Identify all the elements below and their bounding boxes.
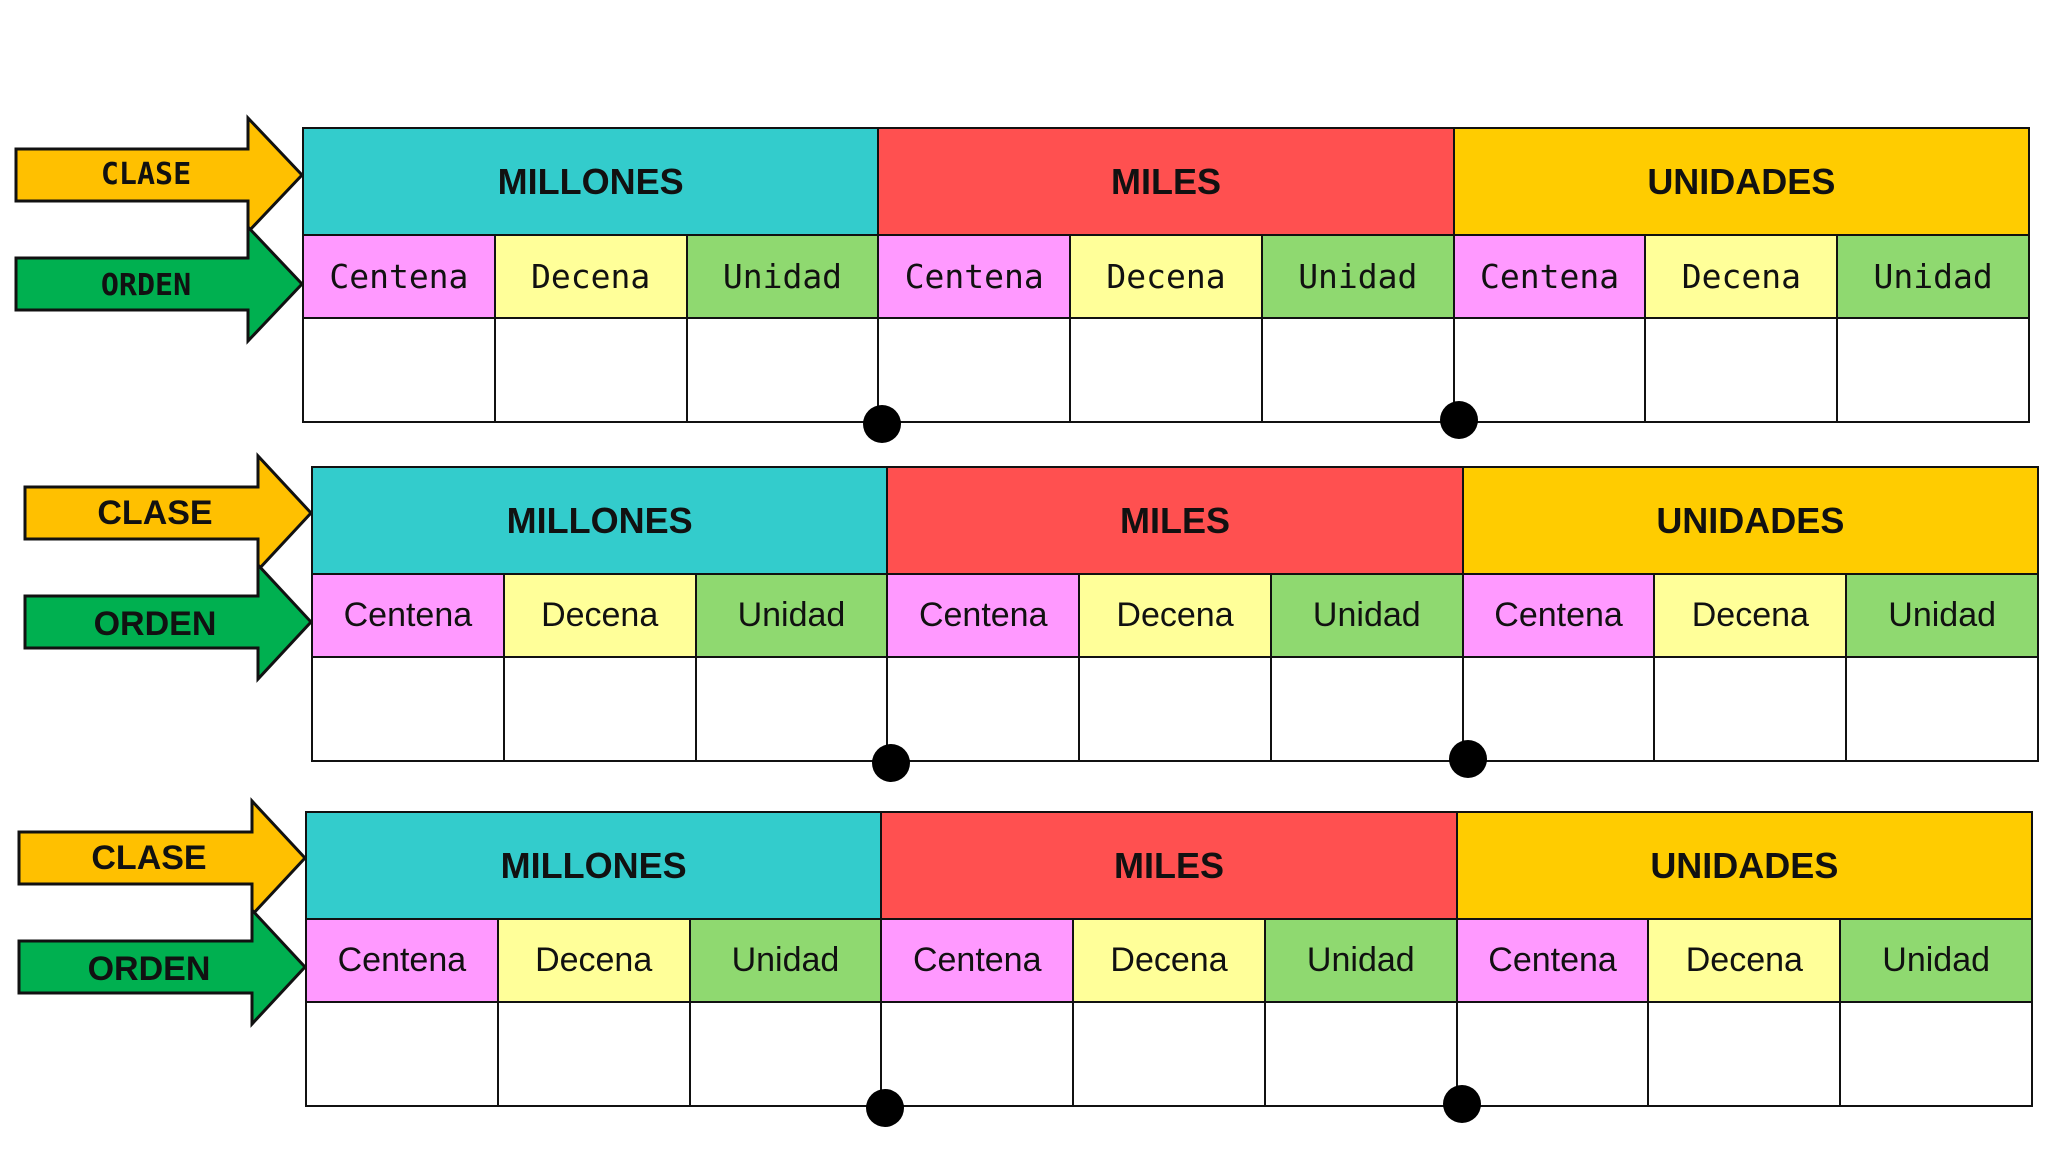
clase-arrow-icon [14,114,305,236]
order-decena: Decena [498,920,691,1001]
place-value-table: MILLONES MILES UNIDADES Centena Decena U… [311,466,2039,762]
value-cell[interactable] [1074,1003,1266,1105]
order-decena: Decena [1074,920,1266,1001]
value-cell[interactable] [1266,1003,1458,1105]
class-unidades: UNIDADES [1457,813,2031,918]
orden-label: ORDEN [100,268,192,303]
order-unidad: Unidad [1271,575,1464,656]
order-centena: Centena [879,236,1072,317]
separator-dot-icon [872,744,910,782]
order-decena: Decena [1649,920,1842,1001]
order-centena: Centena [304,236,496,317]
class-miles: MILES [882,813,1458,918]
class-row: MILLONES MILES UNIDADES [307,813,2031,918]
clase-arrow-icon [23,452,314,574]
place-value-chart-3: CLASE ORDEN MILLONES MILES UNIDADES Cent… [0,684,2048,1127]
order-centena: Centena [307,920,499,1001]
place-value-chart-2: CLASE ORDEN MILLONES MILES UNIDADES Cent… [0,339,2048,782]
value-row [313,658,2037,760]
value-cell[interactable] [888,658,1081,760]
separator-dot-icon [1449,740,1487,778]
order-unidad: Unidad [687,236,880,317]
value-cell[interactable] [304,319,496,421]
value-cell[interactable] [882,1003,1075,1105]
orden-label: ORDEN [93,605,217,643]
value-cell[interactable] [691,1003,883,1105]
value-cell[interactable] [697,658,889,760]
value-cell[interactable] [496,319,688,421]
class-unidades: UNIDADES [1454,129,2028,234]
value-cell[interactable] [1455,319,1647,421]
value-row [307,1003,2031,1105]
class-row: MILLONES MILES UNIDADES [304,129,2028,234]
class-unidades: UNIDADES [1463,468,2037,573]
order-unidad: Unidad [1841,920,2032,1001]
class-row: MILLONES MILES UNIDADES [313,468,2037,573]
place-value-chart-1: CLASE ORDEN MILLONES MILES UNIDADES Cent… [0,0,2048,443]
class-millones: MILLONES [313,468,889,573]
order-unidad: Unidad [696,575,889,656]
value-cell[interactable] [1655,658,1848,760]
class-millones: MILLONES [307,813,883,918]
orden-arrow-icon [17,906,308,1028]
separator-dot-icon [866,1089,904,1127]
arrow-group [23,452,314,683]
order-unidad: Unidad [1262,236,1455,317]
value-cell[interactable] [1071,319,1263,421]
value-cell[interactable] [879,319,1072,421]
order-row: Centena Decena Unidad Centena Decena Uni… [313,573,2038,658]
arrow-group [14,114,305,345]
arrow-group [17,797,308,1028]
orden-arrow-icon [14,223,305,345]
order-unidad: Unidad [1265,920,1458,1001]
order-decena: Decena [495,236,688,317]
orden-label: ORDEN [87,950,211,988]
clase-arrow-icon [17,797,308,919]
value-cell[interactable] [1263,319,1455,421]
value-cell[interactable] [1272,658,1464,760]
separator-dot-icon [1443,1085,1481,1123]
clase-label: CLASE [97,494,213,532]
order-decena: Decena [1080,575,1272,656]
order-decena: Decena [1071,236,1263,317]
order-unidad: Unidad [1838,236,2029,317]
value-cell[interactable] [307,1003,499,1105]
class-miles: MILES [888,468,1464,573]
value-cell[interactable] [499,1003,691,1105]
clase-label: CLASE [100,157,192,192]
value-cell[interactable] [1649,1003,1842,1105]
order-unidad: Unidad [1847,575,2038,656]
place-value-table: MILLONES MILES UNIDADES Centena Decena U… [305,811,2033,1107]
place-value-table: MILLONES MILES UNIDADES Centena Decena U… [302,127,2030,423]
order-centena: Centena [313,575,505,656]
order-centena: Centena [882,920,1075,1001]
value-row [304,319,2028,421]
order-centena: Centena [888,575,1081,656]
order-decena: Decena [1655,575,1848,656]
order-row: Centena Decena Unidad Centena Decena Uni… [307,918,2032,1003]
order-decena: Decena [1646,236,1839,317]
order-unidad: Unidad [690,920,883,1001]
orden-arrow-icon [23,561,314,683]
value-cell[interactable] [1646,319,1839,421]
order-centena: Centena [1454,236,1647,317]
value-cell[interactable] [1841,1003,2031,1105]
value-cell[interactable] [688,319,880,421]
order-row: Centena Decena Unidad Centena Decena Uni… [304,234,2029,319]
separator-dot-icon [863,405,901,443]
order-decena: Decena [504,575,697,656]
value-cell[interactable] [505,658,697,760]
value-cell[interactable] [1458,1003,1650,1105]
class-millones: MILLONES [304,129,880,234]
order-centena: Centena [1463,575,1656,656]
order-centena: Centena [1457,920,1650,1001]
separator-dot-icon [1440,401,1478,439]
value-cell[interactable] [313,658,505,760]
value-cell[interactable] [1080,658,1272,760]
class-miles: MILES [879,129,1455,234]
value-cell[interactable] [1464,658,1656,760]
clase-label: CLASE [91,839,207,877]
